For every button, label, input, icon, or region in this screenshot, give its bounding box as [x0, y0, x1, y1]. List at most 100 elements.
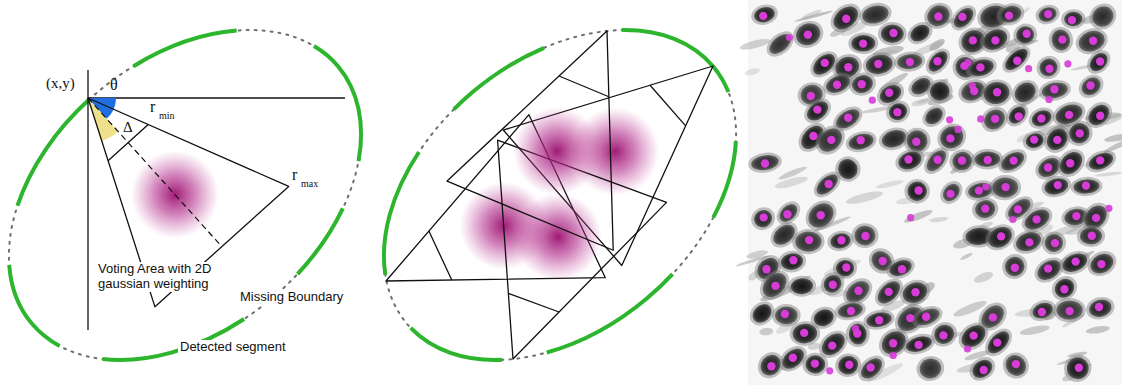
cell [881, 24, 904, 42]
tissue-streak [875, 178, 904, 189]
cells [745, 0, 1122, 385]
detection-dot [1032, 215, 1040, 223]
cell-halo [997, 249, 1032, 284]
detection-dot [1071, 257, 1079, 265]
cell [886, 100, 910, 123]
detection-dot [889, 339, 897, 347]
cell [820, 271, 845, 296]
cell-halo [1032, 51, 1065, 83]
cell [998, 148, 1028, 174]
cell [795, 231, 822, 252]
cell [967, 57, 996, 79]
cell-halo [1062, 116, 1096, 150]
cell [1051, 275, 1078, 302]
detection-dot [771, 282, 779, 290]
detection-dot [837, 236, 845, 244]
detection-dot [933, 57, 941, 65]
detection-dot [1089, 37, 1097, 45]
detection-dot [976, 63, 984, 71]
detection-dot [824, 180, 832, 188]
rmin-line [508, 293, 559, 312]
cell-halo [989, 174, 1022, 201]
cell [1001, 351, 1030, 380]
cell [1087, 250, 1117, 277]
cell [864, 53, 894, 76]
detection-dot [906, 58, 914, 66]
boundary-label: Missing Boundary [238, 290, 345, 305]
tissue-streak [739, 37, 771, 52]
cell [780, 252, 804, 271]
cell [751, 206, 776, 230]
cell-halo [1010, 225, 1048, 258]
radius-subscript: max [301, 178, 318, 190]
cell-halo [925, 78, 954, 105]
cell-halo [1001, 99, 1032, 131]
cell-halo [1082, 45, 1115, 78]
detection-dot [1012, 360, 1020, 368]
cell-halo [975, 22, 1014, 58]
detection-dot [1011, 264, 1019, 272]
cell-halo [904, 178, 931, 204]
detection-dot [1009, 156, 1017, 164]
tissue-streak [777, 165, 807, 182]
detection-dot [975, 186, 983, 194]
cell [984, 223, 1015, 252]
cell-halo [845, 321, 870, 348]
cell [904, 334, 934, 355]
cell [1005, 103, 1029, 127]
detection-dot [1015, 112, 1023, 120]
cell [1013, 229, 1043, 255]
area-label: Voting Area with 2D gaussian weighting [96, 262, 265, 292]
radius-label: r [150, 98, 155, 116]
detection-dot [783, 210, 791, 218]
cell-halo [1007, 75, 1043, 110]
cell-halo [1074, 70, 1108, 103]
cell-halo [1039, 229, 1068, 257]
detection-dot [958, 13, 966, 21]
cell [1014, 23, 1037, 46]
angle-label: Δ [123, 119, 133, 136]
detection-dot [934, 12, 942, 20]
cell [865, 310, 893, 329]
detection-dot [828, 341, 836, 349]
detection-dot [854, 287, 862, 295]
cell [1062, 353, 1093, 384]
cell [1080, 227, 1103, 245]
cell-halo [921, 44, 955, 79]
cell [929, 81, 951, 102]
detection-dot [922, 313, 930, 321]
detection-dot [1001, 183, 1009, 191]
cell [1086, 49, 1111, 74]
detection-dot [1050, 85, 1058, 93]
cell [1040, 80, 1069, 100]
rmin-line [429, 231, 452, 280]
detection-dot [827, 136, 835, 144]
detection-dot [1065, 111, 1073, 119]
cell-halo [1070, 176, 1103, 197]
cell [923, 147, 950, 175]
detection-dot [939, 331, 947, 339]
detection-dot [989, 313, 997, 321]
cell [931, 321, 958, 347]
cell [887, 257, 914, 279]
detection-dot [946, 116, 953, 123]
cell-halo [1083, 146, 1120, 176]
detection-dot [912, 138, 920, 146]
cell [982, 80, 1012, 107]
cell [1001, 45, 1031, 74]
cell [850, 73, 875, 96]
detection-dot [789, 256, 797, 264]
detection-dot [807, 92, 815, 100]
cell-halo [893, 50, 926, 73]
cell [969, 356, 996, 382]
detection-dot [805, 236, 813, 244]
detection-dot [1064, 60, 1071, 67]
cell [803, 97, 832, 124]
cell [804, 198, 839, 233]
cell-halo [1076, 224, 1105, 247]
detection-dot [813, 105, 821, 113]
cell [792, 323, 818, 345]
rmin-line [559, 76, 609, 97]
cell [997, 3, 1023, 25]
detection-dot [826, 367, 833, 374]
